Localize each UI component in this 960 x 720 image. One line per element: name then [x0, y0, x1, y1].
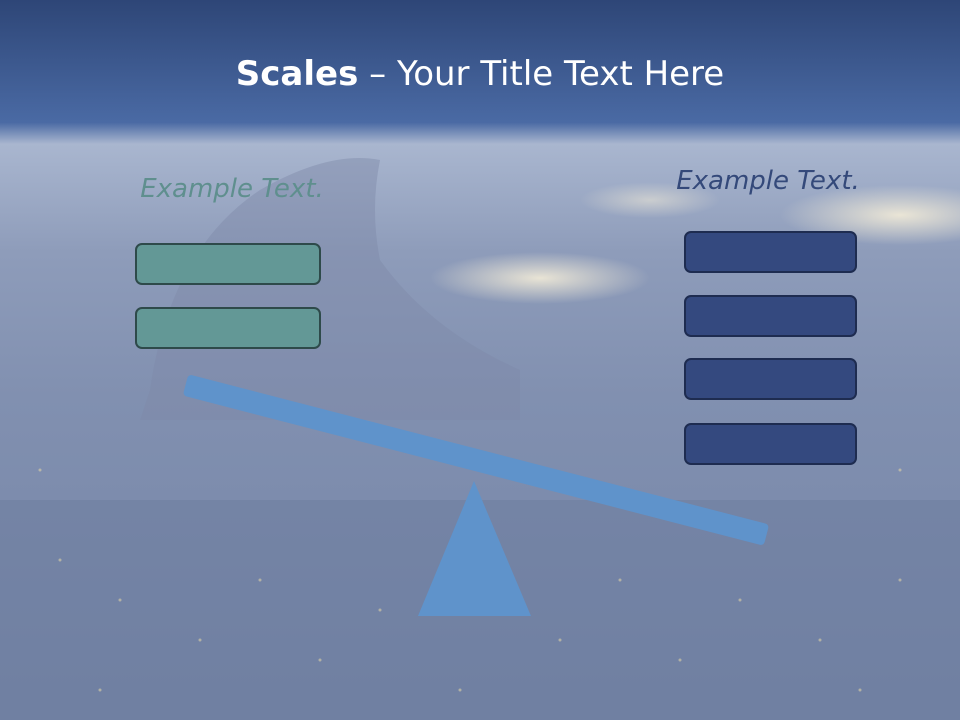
left-box-1[interactable] — [135, 243, 321, 285]
left-example-text: Example Text. — [140, 174, 324, 204]
right-box-2[interactable] — [684, 295, 857, 337]
right-example-text: Example Text. — [676, 166, 860, 196]
right-box-3[interactable] — [684, 358, 857, 400]
left-box-2[interactable] — [135, 307, 321, 349]
slide-title: Scales – Your Title Text Here — [0, 48, 960, 100]
right-box-4[interactable] — [684, 423, 857, 465]
title-bold: Scales — [235, 54, 359, 94]
right-box-1[interactable] — [684, 231, 857, 273]
title-rest: – Your Title Text Here — [358, 54, 725, 94]
